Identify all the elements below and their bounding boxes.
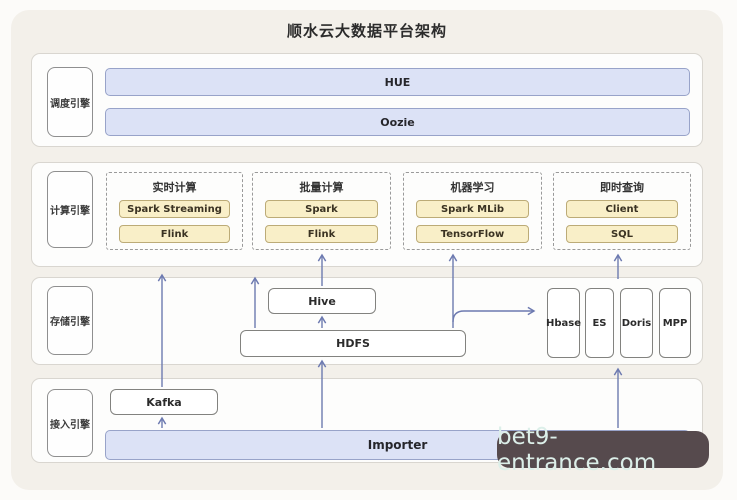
label-scheduling-engine: 调度引擎 xyxy=(47,67,93,137)
node-client: Client xyxy=(566,200,678,218)
node-spark-streaming: Spark Streaming xyxy=(119,200,230,218)
node-sql: SQL xyxy=(566,225,678,243)
node-hue: HUE xyxy=(105,68,690,96)
label-storage-engine: 存储引擎 xyxy=(47,286,93,355)
group-title: 实时计算 xyxy=(152,181,197,194)
node-spark: Spark xyxy=(265,200,378,218)
label-ingestion-engine: 接入引擎 xyxy=(47,389,93,457)
node-oozie: Oozie xyxy=(105,108,690,136)
node-hdfs: HDFS xyxy=(240,330,466,357)
node-doris: Doris xyxy=(620,288,653,358)
node-flink-realtime: Flink xyxy=(119,225,230,243)
node-spark-mlib: Spark MLib xyxy=(416,200,529,218)
node-hive: Hive xyxy=(268,288,376,314)
node-kafka: Kafka xyxy=(110,389,218,415)
group-title: 即时查询 xyxy=(600,181,644,194)
group-title: 机器学习 xyxy=(450,181,495,194)
node-es: ES xyxy=(585,288,614,358)
node-tensorflow: TensorFlow xyxy=(416,225,529,243)
node-flink-batch: Flink xyxy=(265,225,378,243)
group-machine-learning: 机器学习 Spark MLib TensorFlow xyxy=(403,172,542,250)
group-realtime-compute: 实时计算 Spark Streaming Flink xyxy=(106,172,243,250)
group-title: 批量计算 xyxy=(299,181,344,194)
node-mpp: MPP xyxy=(659,288,691,358)
node-hbase: Hbase xyxy=(546,288,581,358)
diagram-title: 顺水云大数据平台架构 xyxy=(286,22,447,40)
group-batch-compute: 批量计算 Spark Flink xyxy=(252,172,391,250)
label-compute-engine: 计算引擎 xyxy=(47,171,93,248)
watermark-badge: bet9-entrance.com xyxy=(497,424,709,476)
group-instant-query: 即时查询 Client SQL xyxy=(553,172,691,250)
